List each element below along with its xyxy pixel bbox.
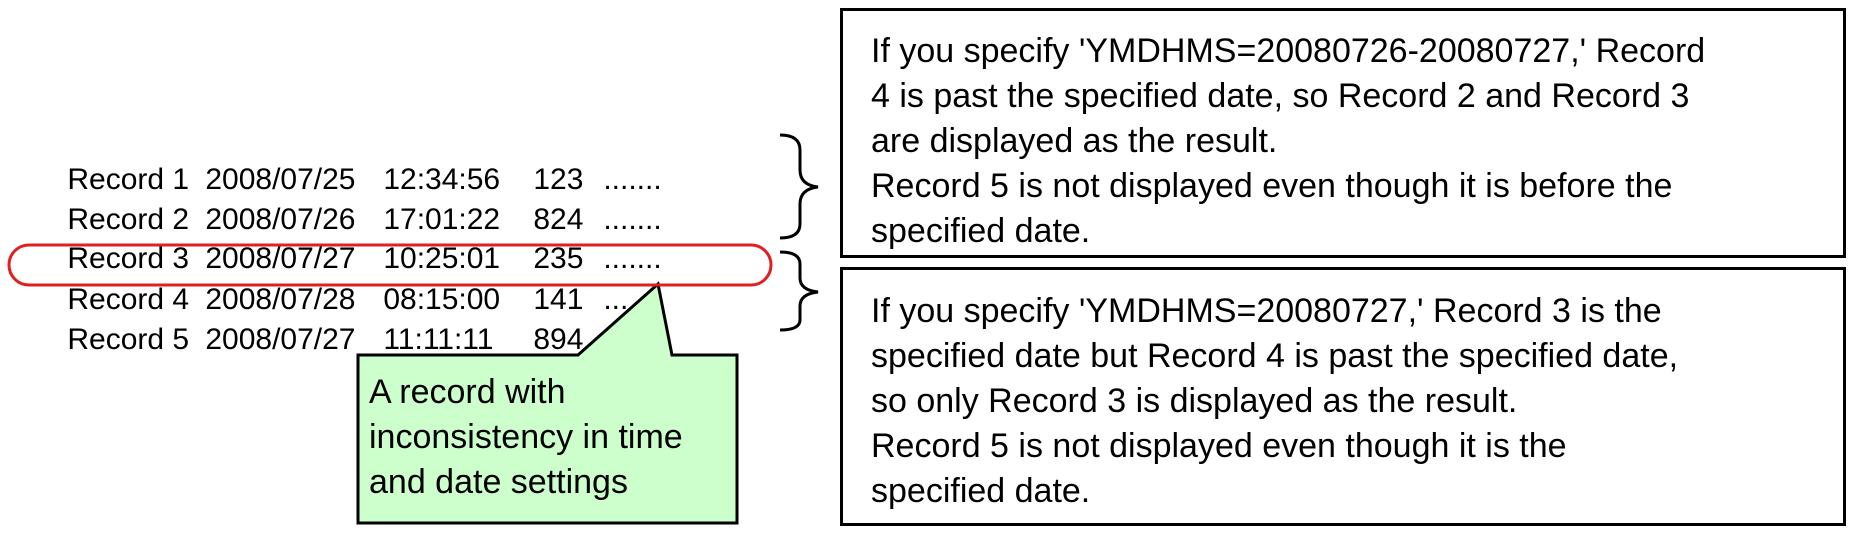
record-time: 12:34:56 xyxy=(383,163,501,196)
record-time: 11:11:11 xyxy=(383,323,494,356)
record-label: Record 2 xyxy=(67,203,190,236)
record-label: Record 4 xyxy=(67,283,190,316)
explanation-line: are displayed as the result. xyxy=(871,122,1278,160)
record-row-5: Record 52008/07/2711:11:11894....... xyxy=(34,283,661,356)
brace-upper xyxy=(779,133,819,240)
record-value: 123 xyxy=(533,163,584,196)
record-time: 17:01:22 xyxy=(383,203,501,236)
explanation-line: specified date. xyxy=(871,472,1091,510)
record-value: 235 xyxy=(533,242,584,275)
callout-line: inconsistency in time xyxy=(369,418,683,456)
explanation-line: so only Record 3 is displayed as the res… xyxy=(871,382,1518,420)
record-value: 141 xyxy=(533,283,584,316)
record-date: 2008/07/25 xyxy=(205,163,356,196)
explanation-top-box: If you specify 'YMDHMS=20080726-20080727… xyxy=(840,8,1846,258)
record-row-1: Record 1 2008/07/25 12:34:56 123....... xyxy=(34,123,661,196)
callout-line: A record with xyxy=(369,373,566,411)
record-date: 2008/07/28 xyxy=(205,283,356,316)
callout-shape xyxy=(356,281,739,525)
record-row-3: Record 3 2008/07/27 10:25:01 235....... xyxy=(34,202,661,275)
record-time: 08:15:00 xyxy=(383,283,501,316)
record-ellipsis: ....... xyxy=(603,242,662,275)
explanation-line: 4 is past the specified date, so Record … xyxy=(871,77,1690,115)
record-label: Record 5 xyxy=(67,323,190,356)
record-date: 2008/07/27 xyxy=(205,323,356,356)
record-time: 10:25:01 xyxy=(383,242,501,275)
record-value: 894 xyxy=(533,323,584,356)
record-4-highlight xyxy=(7,243,773,287)
record-label: Record 3 xyxy=(67,242,190,275)
callout-text: A record with inconsistency in time and … xyxy=(369,370,729,505)
explanation-bottom-box: If you specify 'YMDHMS=20080727,' Record… xyxy=(840,267,1846,526)
record-date: 2008/07/26 xyxy=(205,203,356,236)
callout-line: and date settings xyxy=(369,463,628,501)
record-date: 2008/07/27 xyxy=(205,242,356,275)
explanation-line: If you specify 'YMDHMS=20080726-20080727… xyxy=(871,32,1706,70)
explanation-line: Record 5 is not displayed even though it… xyxy=(871,427,1567,465)
record-ellipsis: ....... xyxy=(603,163,662,196)
explanation-line: specified date. xyxy=(871,212,1091,250)
record-ellipsis: ....... xyxy=(603,203,662,236)
explanation-line: Record 5 is not displayed even though it… xyxy=(871,167,1673,205)
record-value: 824 xyxy=(533,203,584,236)
record-row-2: Record 2 2008/07/26 17:01:22 824....... xyxy=(34,163,661,236)
brace-lower xyxy=(779,250,819,332)
explanation-line: specified date but Record 4 is past the … xyxy=(871,337,1679,375)
record-row-4: Record 4 2008/07/28 08:15:00 141....... xyxy=(34,243,661,316)
record-label: Record 1 xyxy=(67,163,190,196)
explanation-line: If you specify 'YMDHMS=20080727,' Record… xyxy=(871,292,1662,330)
